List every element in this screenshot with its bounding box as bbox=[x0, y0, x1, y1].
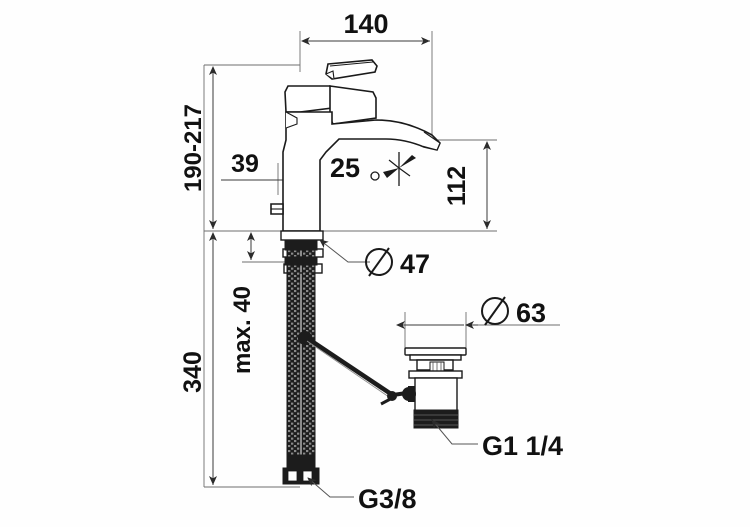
lever-arm bbox=[329, 85, 377, 125]
pop-up-rod-group bbox=[298, 331, 421, 406]
degree-symbol-circle bbox=[370, 171, 380, 181]
diameter-symbol-47-circle bbox=[365, 248, 393, 276]
mixer-body-top bbox=[284, 85, 333, 113]
flexible-hose-group bbox=[282, 239, 320, 485]
waste-body bbox=[414, 377, 458, 415]
waste-washer bbox=[408, 370, 463, 379]
dim-text-body-width: 39 bbox=[231, 150, 259, 178]
waste-flange bbox=[404, 347, 467, 356]
hose-fitting-mid bbox=[284, 256, 318, 266]
dim-text-base-diameter: 47 bbox=[400, 249, 430, 279]
dim-text-waste-flange-diameter: 63 bbox=[516, 298, 546, 328]
dim-text-total-length: 340 bbox=[179, 351, 207, 393]
mixer-body-group bbox=[270, 59, 441, 274]
dim-text-max-deck-thickness: max. 40 bbox=[229, 286, 256, 374]
flexible-hose-left bbox=[286, 239, 301, 469]
leader-g3-8 bbox=[307, 477, 354, 498]
leader-lines bbox=[307, 239, 478, 498]
leader-g1-1-4 bbox=[431, 419, 478, 445]
dim-text-waste-thread: G1 1/4 bbox=[482, 431, 563, 461]
dim-text-supply-thread: G3/8 bbox=[358, 484, 417, 514]
waste-flange-seat bbox=[409, 354, 462, 361]
extension-lines bbox=[203, 31, 560, 488]
dimension-lines bbox=[209, 37, 491, 485]
supply-nut bbox=[286, 454, 316, 468]
spout-outlet bbox=[421, 131, 441, 151]
hose-fitting-upper bbox=[284, 239, 318, 251]
flexible-hose-right bbox=[301, 239, 316, 469]
lift-rod bbox=[305, 336, 393, 396]
leader-dia47 bbox=[319, 239, 370, 263]
dim-text-spout-angle: 25 bbox=[330, 153, 360, 183]
dim-text-height-range: 190-217 bbox=[180, 104, 207, 192]
diameter-symbols bbox=[365, 247, 509, 326]
dim-text-spout-height: 112 bbox=[443, 166, 471, 206]
diameter-symbol-63-circle bbox=[481, 297, 509, 325]
spout-angle-symbol bbox=[370, 152, 416, 186]
base-ring bbox=[280, 230, 324, 241]
dim-text-spout-reach: 140 bbox=[343, 9, 388, 39]
